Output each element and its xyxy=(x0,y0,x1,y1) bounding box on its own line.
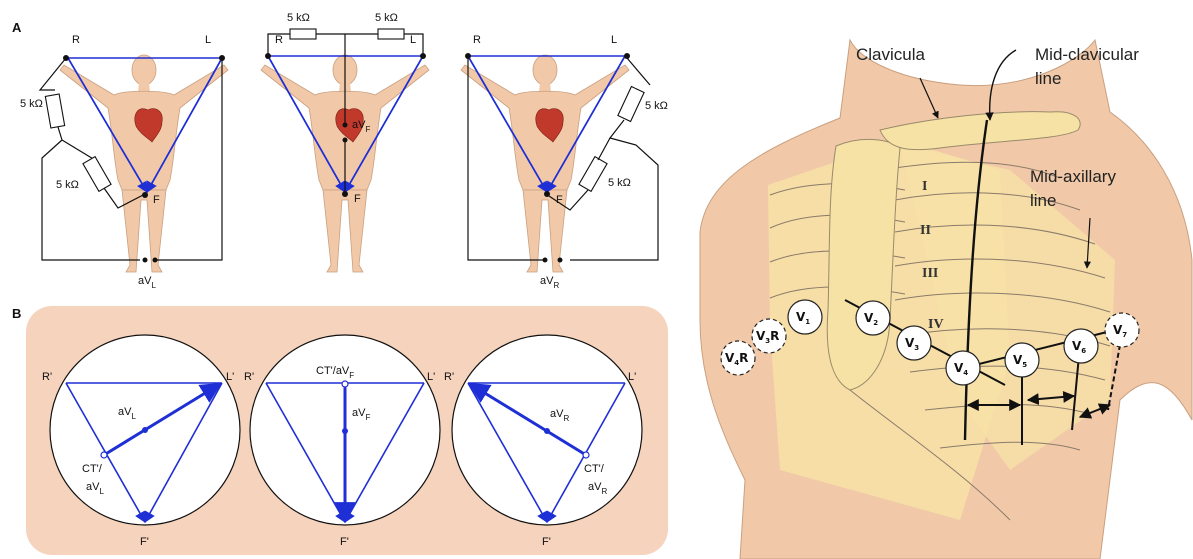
node-f-3: F xyxy=(556,194,563,206)
lead-avr-label: aVR xyxy=(540,275,559,290)
resistor-label-1b: 5 kΩ xyxy=(56,179,79,191)
electrode-v1: V1 xyxy=(788,300,822,334)
electrode-v6: V6 xyxy=(1064,329,1098,363)
lead-avl-label: aVL xyxy=(138,275,156,290)
resistor-label-2b: 5 kΩ xyxy=(375,12,398,24)
panel-a-label: A xyxy=(12,20,22,35)
node-r-2: R xyxy=(275,34,283,46)
resistor-label-3a: 5 kΩ xyxy=(645,100,668,112)
panel-b-label: B xyxy=(12,306,21,321)
electrode-v4: V4 xyxy=(946,351,980,385)
node-l-1: L xyxy=(205,34,211,46)
node-r-3: R xyxy=(473,34,481,46)
node-l-2: L xyxy=(410,34,416,46)
rib-label-1: I xyxy=(922,179,927,194)
vnode-f-2: F' xyxy=(340,536,349,548)
vnode-l-3: L' xyxy=(628,371,636,383)
label-midaxillary-2: line xyxy=(1030,191,1056,210)
electrode-v7: V7 xyxy=(1105,313,1139,347)
electrode-v3r: V3R xyxy=(752,319,786,353)
label-midclavicular-2: line xyxy=(1035,69,1061,88)
rib-label-2: II xyxy=(920,223,931,238)
vnode-l-1: L' xyxy=(226,371,234,383)
resistor-label-2a: 5 kΩ xyxy=(287,12,310,24)
resistor-label-3b: 5 kΩ xyxy=(608,177,631,189)
electrode-v2: V2 xyxy=(856,301,890,335)
ct-label-3: CT'/ xyxy=(584,463,605,475)
node-l-3: L xyxy=(611,34,617,46)
electrode-v3: V3 xyxy=(897,326,931,360)
figure-avr: R L F 5 kΩ 5 kΩ aVR xyxy=(461,34,668,290)
vnode-r-3: R' xyxy=(444,371,454,383)
vnode-l-2: L' xyxy=(427,371,435,383)
vnode-r-2: R' xyxy=(244,371,254,383)
figure-avf: 5 kΩ 5 kΩ R L F aVF xyxy=(261,12,429,272)
node-f-2: F xyxy=(354,193,361,205)
ct-label-1: CT'/ xyxy=(82,463,103,475)
vnode-f-1: F' xyxy=(140,536,149,548)
resistor-label-1a: 5 kΩ xyxy=(20,98,43,110)
node-r-1: R xyxy=(72,34,80,46)
vnode-r-1: R' xyxy=(42,371,52,383)
node-f-1: F xyxy=(153,194,160,206)
figure-avl: R L F 5 kΩ 5 kΩ aVL xyxy=(20,34,228,290)
label-midclavicular-1: Mid-clavicular xyxy=(1035,45,1139,64)
label-midaxillary-1: Mid-axillary xyxy=(1030,167,1116,186)
rib-label-3: III xyxy=(922,266,938,281)
electrode-v5: V5 xyxy=(1005,343,1039,377)
chest-diagram: Clavicula Mid-clavicular line Mid-axilla… xyxy=(700,40,1192,559)
rib-label-4: IV xyxy=(928,317,944,332)
label-clavicula: Clavicula xyxy=(856,45,926,64)
vnode-f-3: F' xyxy=(542,536,551,548)
electrode-v4r: V4R xyxy=(721,341,755,375)
